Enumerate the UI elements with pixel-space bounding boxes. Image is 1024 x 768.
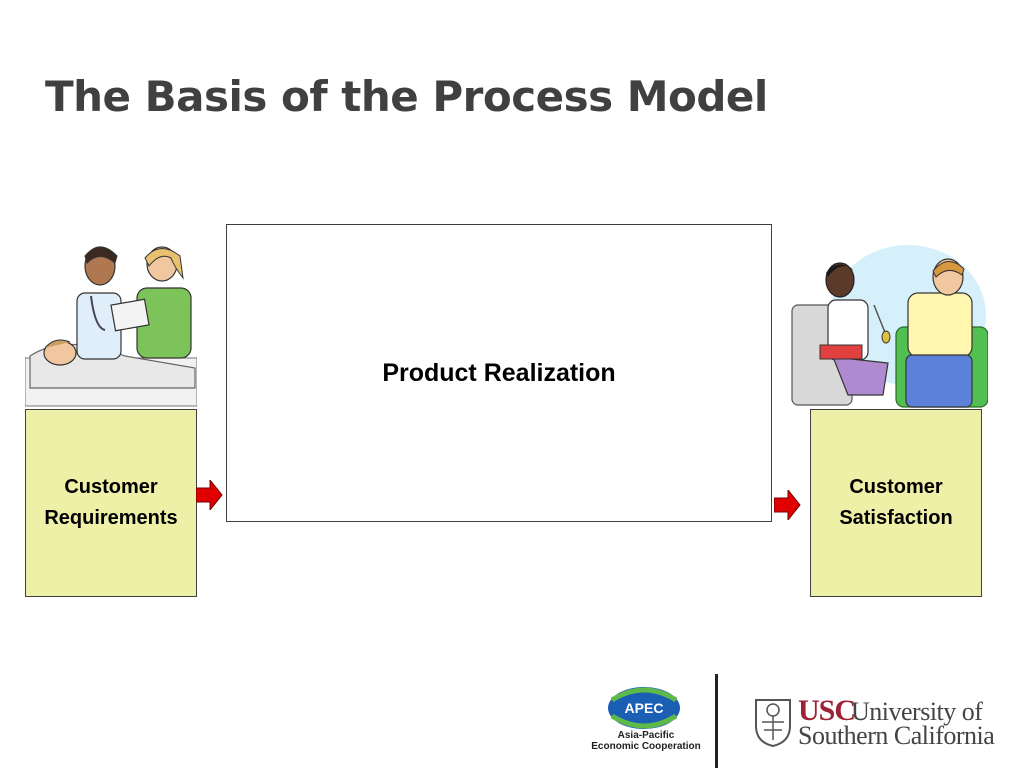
apec-logo-icon: APEC [608,687,680,729]
apec-mark: APEC [625,700,664,716]
input-arrow [196,480,223,510]
customer-satisfaction-label: Customer Satisfaction [839,476,953,529]
usc-university-of: University of [851,697,983,726]
customer-satisfaction-box: Customer Satisfaction [810,409,982,597]
product-realization-box: Product Realization [226,224,772,522]
output-arrow [774,490,801,520]
slide-title: The Basis of the Process Model [45,72,768,121]
customer-requirements-label: Customer Requirements [44,476,178,529]
apec-caption-line1: Asia-Pacific [617,730,675,741]
customer-requirements-box: Customer Requirements [25,409,197,597]
apec-caption-line2: Economic Cooperation [591,741,701,752]
product-realization-label: Product Realization [382,359,616,387]
usc-mark: USC [798,694,856,727]
usc-southern-california: Southern California [798,721,995,750]
apec-caption: Asia-Pacific Economic Cooperation [586,730,706,752]
logo-divider [715,674,718,768]
medical-staff-clipart [25,246,197,407]
usc-seal-icon [755,699,791,748]
consultation-clipart [791,245,988,408]
